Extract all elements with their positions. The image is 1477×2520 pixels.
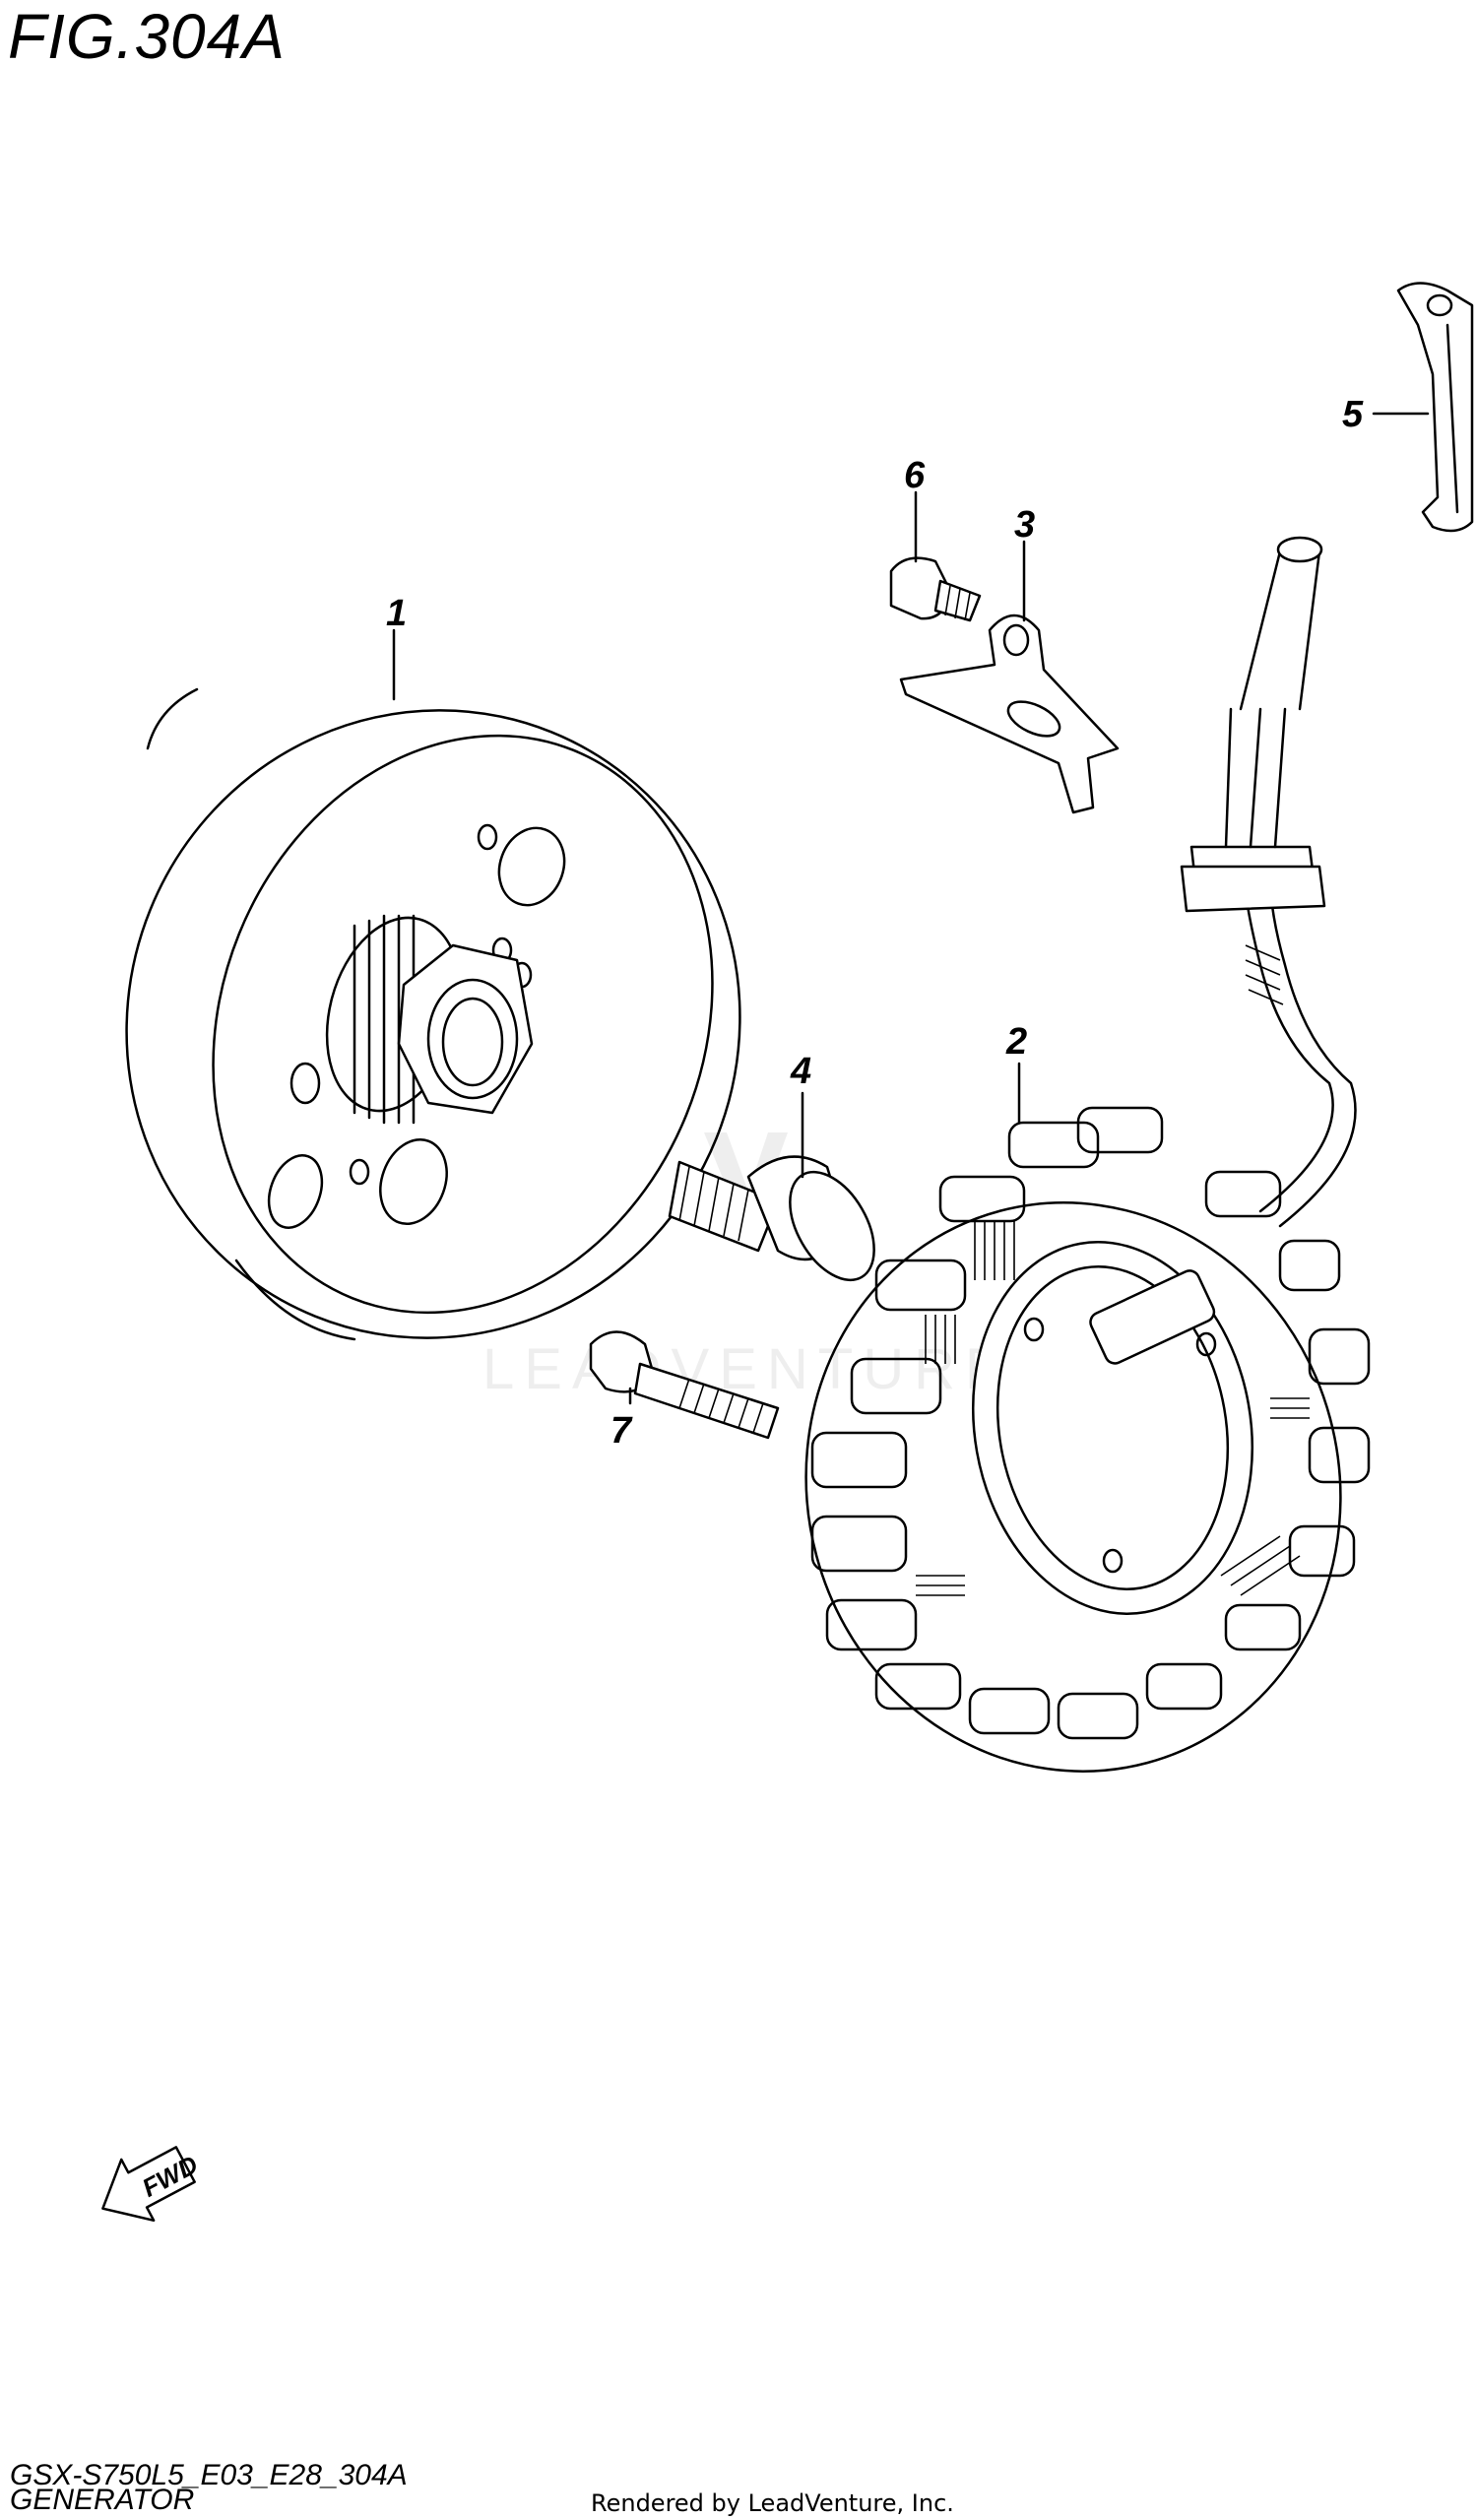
svg-text:5: 5 (1342, 394, 1364, 435)
svg-text:2: 2 (1005, 1021, 1027, 1063)
part-1-rotor[interactable] (32, 617, 835, 1431)
svg-text:7: 7 (610, 1410, 633, 1452)
svg-text:3: 3 (1014, 504, 1035, 546)
callout-7: 7 (610, 1387, 633, 1452)
leadventure-watermark: LEADVENTURE (482, 1132, 1013, 1401)
fwd-direction-arrow: FWD (101, 2146, 203, 2223)
part-2-stator[interactable] (742, 536, 1404, 1832)
svg-text:6: 6 (904, 455, 926, 496)
callout-6: 6 (904, 455, 926, 563)
figure-title: FIG.304A (8, 1, 286, 72)
part-3-bracket[interactable] (899, 614, 1120, 814)
figure-name-label: GENERATOR (10, 2484, 195, 2516)
callout-2: 2 (1005, 1021, 1027, 1125)
part-6-screw[interactable] (889, 556, 982, 622)
part-5-clamp[interactable] (1396, 282, 1474, 533)
render-credit: Rendered by LeadVenture, Inc. (591, 2489, 954, 2517)
callout-1: 1 (386, 593, 407, 701)
model-code-label: GSX-S750L5_E03_E28_304A (10, 2459, 408, 2491)
part-7-long-bolt[interactable] (589, 1330, 780, 1440)
svg-text:1: 1 (386, 593, 407, 634)
watermark-text: LEADVENTURE (482, 1337, 1013, 1401)
svg-text:4: 4 (790, 1051, 811, 1092)
callout-4: 4 (790, 1051, 811, 1179)
part-4-bolt[interactable] (668, 1155, 891, 1295)
callout-5: 5 (1342, 394, 1430, 435)
callout-3: 3 (1014, 504, 1035, 622)
